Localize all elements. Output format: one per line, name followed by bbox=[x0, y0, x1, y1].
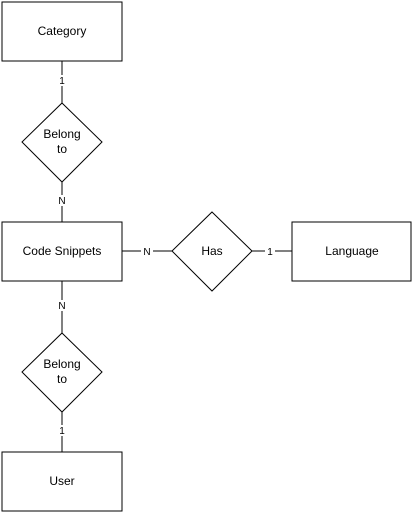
cardinality-category: 1 bbox=[59, 76, 65, 87]
relationship-belong-to-bottom-line1: Belong bbox=[43, 357, 80, 371]
relationship-has-label: Has bbox=[201, 244, 222, 258]
cardinality-user: 1 bbox=[59, 426, 65, 437]
relationship-belong-to-bottom-line2: to bbox=[57, 372, 67, 386]
cardinality-language: 1 bbox=[267, 247, 273, 258]
relationship-belong-to-top-line2: to bbox=[57, 142, 67, 156]
relationship-has[interactable]: Has bbox=[171, 211, 253, 292]
entity-user-label: User bbox=[49, 474, 74, 488]
cardinality-snippets-right: N bbox=[143, 247, 150, 258]
entity-user[interactable]: User bbox=[1, 451, 123, 512]
entity-language-label: Language bbox=[325, 244, 379, 258]
entity-category[interactable]: Category bbox=[1, 1, 123, 62]
entity-code-snippets-label: Code Snippets bbox=[23, 244, 102, 258]
relationship-belong-to-bottom[interactable]: Belong to bbox=[21, 332, 103, 413]
cardinality-snippets-top: N bbox=[58, 196, 65, 207]
entity-category-label: Category bbox=[38, 24, 87, 38]
entity-language[interactable]: Language bbox=[291, 221, 412, 282]
entity-code-snippets[interactable]: Code Snippets bbox=[1, 221, 123, 282]
relationship-belong-to-top[interactable]: Belong to bbox=[21, 102, 103, 183]
relationship-belong-to-top-line1: Belong bbox=[43, 127, 80, 141]
cardinality-snippets-bottom: N bbox=[58, 301, 65, 312]
